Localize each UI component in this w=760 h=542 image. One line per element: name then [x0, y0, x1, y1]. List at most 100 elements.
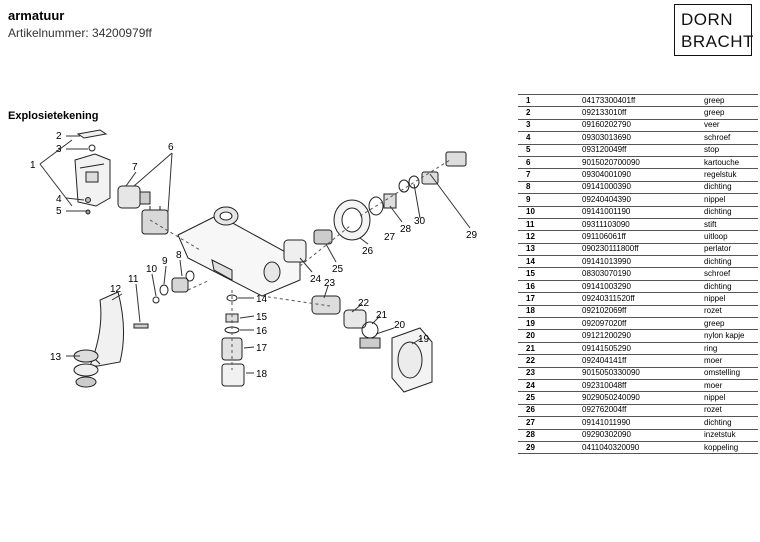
part-description: kartouche — [702, 155, 758, 169]
part-description: stop — [702, 143, 758, 157]
part-code: 09240311520ff — [580, 292, 702, 306]
part-description: greep — [702, 106, 758, 120]
part-description: veer — [702, 118, 758, 132]
callout-14: 14 — [256, 294, 268, 305]
part-description: regelstuk — [702, 168, 758, 182]
article-number: Artikelnummer: 34200979ff — [8, 26, 152, 40]
part-description: rozet — [702, 403, 758, 417]
part-description: nippel — [702, 193, 758, 207]
part-number: 15 — [518, 267, 580, 281]
callout-2: 2 — [56, 131, 62, 142]
callout-27: 27 — [384, 232, 396, 243]
callout-30: 30 — [414, 216, 426, 227]
part-code: 09141011990 — [580, 416, 702, 430]
callout-15: 15 — [256, 312, 268, 323]
part-code: 09141505290 — [580, 341, 702, 355]
part-description: schroef — [702, 131, 758, 145]
part-number: 7 — [518, 168, 580, 182]
part-nipple-stack — [221, 294, 245, 387]
part-code: 092762004ff — [580, 403, 702, 417]
part-code: 091106061ff — [580, 230, 702, 244]
part-number: 25 — [518, 391, 580, 405]
callout-3: 3 — [56, 144, 62, 155]
part-description: nylon kapje — [702, 329, 758, 343]
part-number: 1 — [518, 93, 580, 107]
part-code: 09311103090 — [580, 217, 702, 231]
part-number: 10 — [518, 205, 580, 219]
part-number: 9 — [518, 193, 580, 207]
part-number: 21 — [518, 341, 580, 355]
part-code: 08303070190 — [580, 267, 702, 281]
part-code: 09304001090 — [580, 168, 702, 182]
part-number: 22 — [518, 354, 580, 368]
part-number: 29 — [518, 440, 580, 455]
part-number: 27 — [518, 416, 580, 430]
callout-26: 26 — [362, 246, 374, 257]
logo-line-1: DORN — [681, 10, 734, 29]
part-number: 26 — [518, 403, 580, 417]
callout-18: 18 — [256, 369, 268, 380]
callout-7: 7 — [132, 162, 138, 173]
part-code: 090230111800ff — [580, 242, 702, 256]
part-number: 12 — [518, 230, 580, 244]
part-code: 092310048ff — [580, 378, 702, 392]
part-right-connection — [283, 199, 371, 263]
part-code: 09290302090 — [580, 428, 702, 442]
part-cartridge — [117, 185, 169, 235]
part-number: 23 — [518, 366, 580, 380]
part-description: uitloop — [702, 230, 758, 244]
part-code: 092133010ff — [580, 106, 702, 120]
part-description: perlator — [702, 242, 758, 256]
part-aerator — [73, 349, 99, 388]
diagram-drawing — [39, 129, 471, 393]
callout-22: 22 — [358, 298, 370, 309]
part-code: 09141000390 — [580, 180, 702, 194]
part-code: 09160202790 — [580, 118, 702, 132]
part-description: koppeling — [702, 440, 758, 455]
part-description: nippel — [702, 292, 758, 306]
leader-lines — [39, 135, 471, 374]
part-handle-left — [74, 129, 111, 215]
part-code: 09141003290 — [580, 279, 702, 293]
part-description: schroef — [702, 267, 758, 281]
part-code: 09141013990 — [580, 255, 702, 268]
part-number: 8 — [518, 180, 580, 194]
part-code: 09240404390 — [580, 193, 702, 207]
logo-line-2: BRACHT — [681, 32, 754, 51]
part-description: dichting — [702, 205, 758, 219]
part-description: dichting — [702, 279, 758, 293]
part-diverter — [311, 295, 381, 349]
part-number: 19 — [518, 317, 580, 330]
part-code: 09141001190 — [580, 205, 702, 219]
callout-29: 29 — [466, 230, 478, 241]
part-code: 0411040320090 — [580, 440, 702, 455]
part-description: moer — [702, 354, 758, 368]
part-number: 3 — [518, 118, 580, 132]
part-number: 20 — [518, 329, 580, 343]
part-description: dichting — [702, 255, 758, 268]
brand-logo: DORN BRACHT — [674, 4, 754, 56]
callout-21: 21 — [376, 310, 388, 321]
part-code: 9029050240090 — [580, 391, 702, 405]
part-code: 09121200290 — [580, 329, 702, 343]
callout-4: 4 — [56, 194, 62, 205]
part-number: 11 — [518, 217, 580, 231]
part-number: 6 — [518, 155, 580, 169]
part-description: dichting — [702, 416, 758, 430]
